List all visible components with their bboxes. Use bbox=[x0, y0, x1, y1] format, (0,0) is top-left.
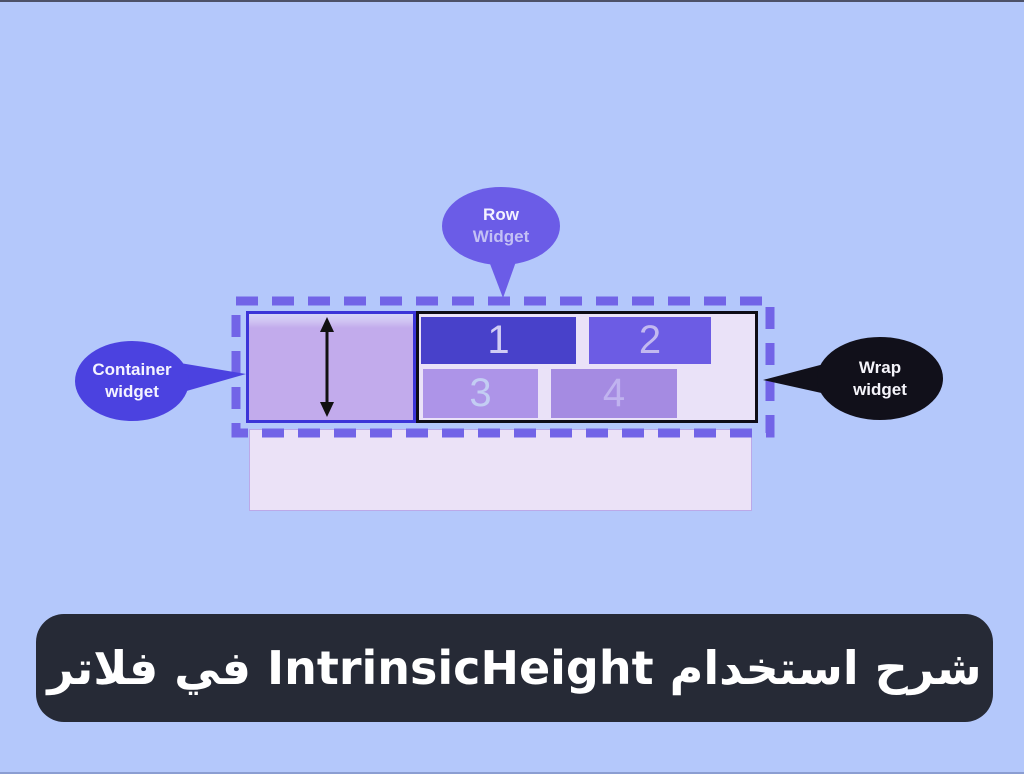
child-box-4-label: 4 bbox=[602, 371, 626, 415]
child-box-1-label: 1 bbox=[487, 318, 510, 362]
child-box-4: 4 bbox=[551, 369, 677, 418]
child-box-3-label: 3 bbox=[469, 371, 492, 415]
page-title: شرح استخدام IntrinsicHeight في فلاتر bbox=[47, 641, 982, 695]
child-box-2: 2 bbox=[589, 317, 711, 364]
overflow-height-rect bbox=[249, 429, 752, 511]
container-bubble-tail bbox=[180, 363, 246, 392]
row-widget-callout-line1: Row bbox=[483, 205, 519, 224]
wrap-widget-callout-line1: Wrap bbox=[858, 357, 902, 377]
container-widget-callout: Container widget bbox=[75, 341, 189, 421]
wrap-widget-callout: Wrap widget bbox=[817, 337, 943, 420]
title-banner: شرح استخدام IntrinsicHeight في فلاتر bbox=[36, 614, 993, 722]
container-widget-callout-line1: Container bbox=[92, 360, 172, 379]
wrap-widget-callout-line2: widget bbox=[853, 379, 907, 399]
child-box-2-label: 2 bbox=[638, 318, 662, 362]
row-widget-callout: Row Widget bbox=[442, 187, 560, 265]
container-widget-box bbox=[246, 311, 416, 423]
child-box-1: 1 bbox=[421, 317, 576, 364]
child-box-3: 3 bbox=[423, 369, 538, 418]
container-widget-callout-line2: widget bbox=[105, 382, 159, 401]
top-edge-line bbox=[0, 0, 1024, 2]
row-widget-callout-line2: Widget bbox=[472, 227, 530, 246]
bottom-edge-line bbox=[0, 772, 1024, 774]
